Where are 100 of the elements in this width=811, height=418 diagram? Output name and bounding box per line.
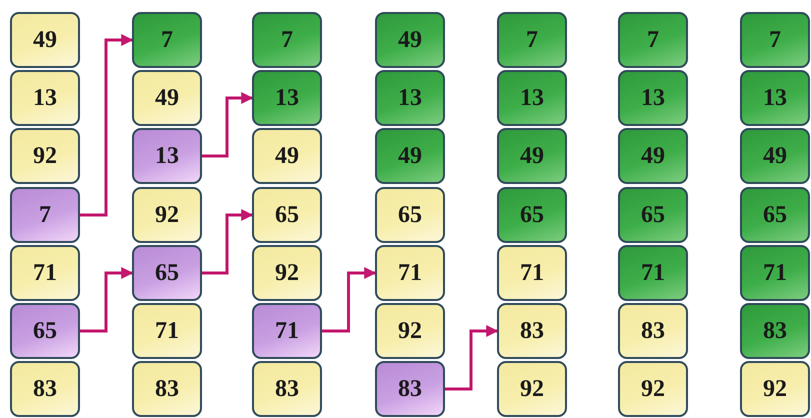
number-box [132,128,202,184]
number-box [375,245,445,301]
number-label: 92 [398,318,422,344]
number-box [252,361,322,417]
number-label: 7 [647,26,659,54]
number-box [497,187,567,243]
number-label: 7 [161,26,173,54]
number-box [10,303,80,359]
number-box [132,187,202,243]
number-label: 71 [520,260,544,286]
number-box [618,128,688,184]
number-box [740,245,810,301]
number-box [132,303,202,359]
number-label: 83 [398,376,422,402]
number-label: 13 [520,84,544,112]
number-label: 65 [763,202,787,228]
number-label: 71 [763,260,787,286]
number-label: 92 [275,260,299,286]
number-label: 71 [398,260,422,286]
number-label: 7 [769,26,781,54]
number-label: 65 [33,318,57,344]
number-box [618,70,688,126]
number-box [740,187,810,243]
number-box [132,245,202,301]
number-label: 83 [155,376,179,402]
number-label: 49 [275,142,299,170]
number-label: 71 [641,260,665,286]
number-box [252,245,322,301]
arrow [80,267,134,332]
number-label: 83 [520,318,544,344]
number-label: 71 [155,318,179,344]
number-box [10,187,80,243]
number-label: 65 [155,260,179,286]
number-label: 92 [33,142,57,170]
number-label: 49 [520,142,544,170]
number-label: 13 [398,84,422,112]
number-box [375,70,445,126]
number-label: 49 [398,26,422,54]
arrow [80,34,134,216]
number-box [497,303,567,359]
number-box [10,12,80,68]
number-label: 92 [155,202,179,228]
number-box [252,303,322,359]
number-label: 49 [33,26,57,54]
number-box [740,12,810,68]
number-box [618,12,688,68]
arrow [202,92,254,158]
number-label: 49 [155,84,179,112]
number-box [740,70,810,126]
number-box [252,12,322,68]
arrow [202,209,254,274]
number-box [740,361,810,417]
number-box [740,303,810,359]
number-label: 13 [275,84,299,112]
number-box [497,12,567,68]
number-box [10,245,80,301]
number-box [740,128,810,184]
number-box [10,70,80,126]
number-box [497,245,567,301]
number-box [375,303,445,359]
number-box [497,361,567,417]
number-label: 65 [275,202,299,228]
number-label: 83 [641,318,665,344]
number-box [375,12,445,68]
number-label: 13 [33,84,57,112]
number-label: 83 [275,376,299,402]
number-label: 92 [641,376,665,402]
number-label: 7 [526,26,538,54]
number-label: 92 [520,376,544,402]
number-box [375,187,445,243]
number-label: 13 [763,84,787,112]
number-label: 71 [33,260,57,286]
number-label: 83 [763,318,787,344]
number-box [618,245,688,301]
number-box [618,361,688,417]
number-label: 49 [398,142,422,170]
number-box [618,303,688,359]
number-box [10,128,80,184]
number-label: 49 [641,142,665,170]
number-label: 65 [398,202,422,228]
arrow [322,267,376,332]
number-box [132,12,202,68]
number-label: 13 [155,142,179,170]
number-box [375,361,445,417]
number-box [375,128,445,184]
number-label: 7 [39,202,51,228]
number-box [252,128,322,184]
number-box [132,70,202,126]
number-label: 92 [763,376,787,402]
number-box [252,70,322,126]
number-label: 71 [275,318,299,344]
number-box [10,361,80,417]
number-label: 65 [520,202,544,228]
number-label: 7 [281,26,293,54]
number-label: 83 [33,376,57,402]
number-box [497,128,567,184]
number-box [497,70,567,126]
number-box [132,361,202,417]
number-box [252,187,322,243]
number-label: 13 [641,84,665,112]
